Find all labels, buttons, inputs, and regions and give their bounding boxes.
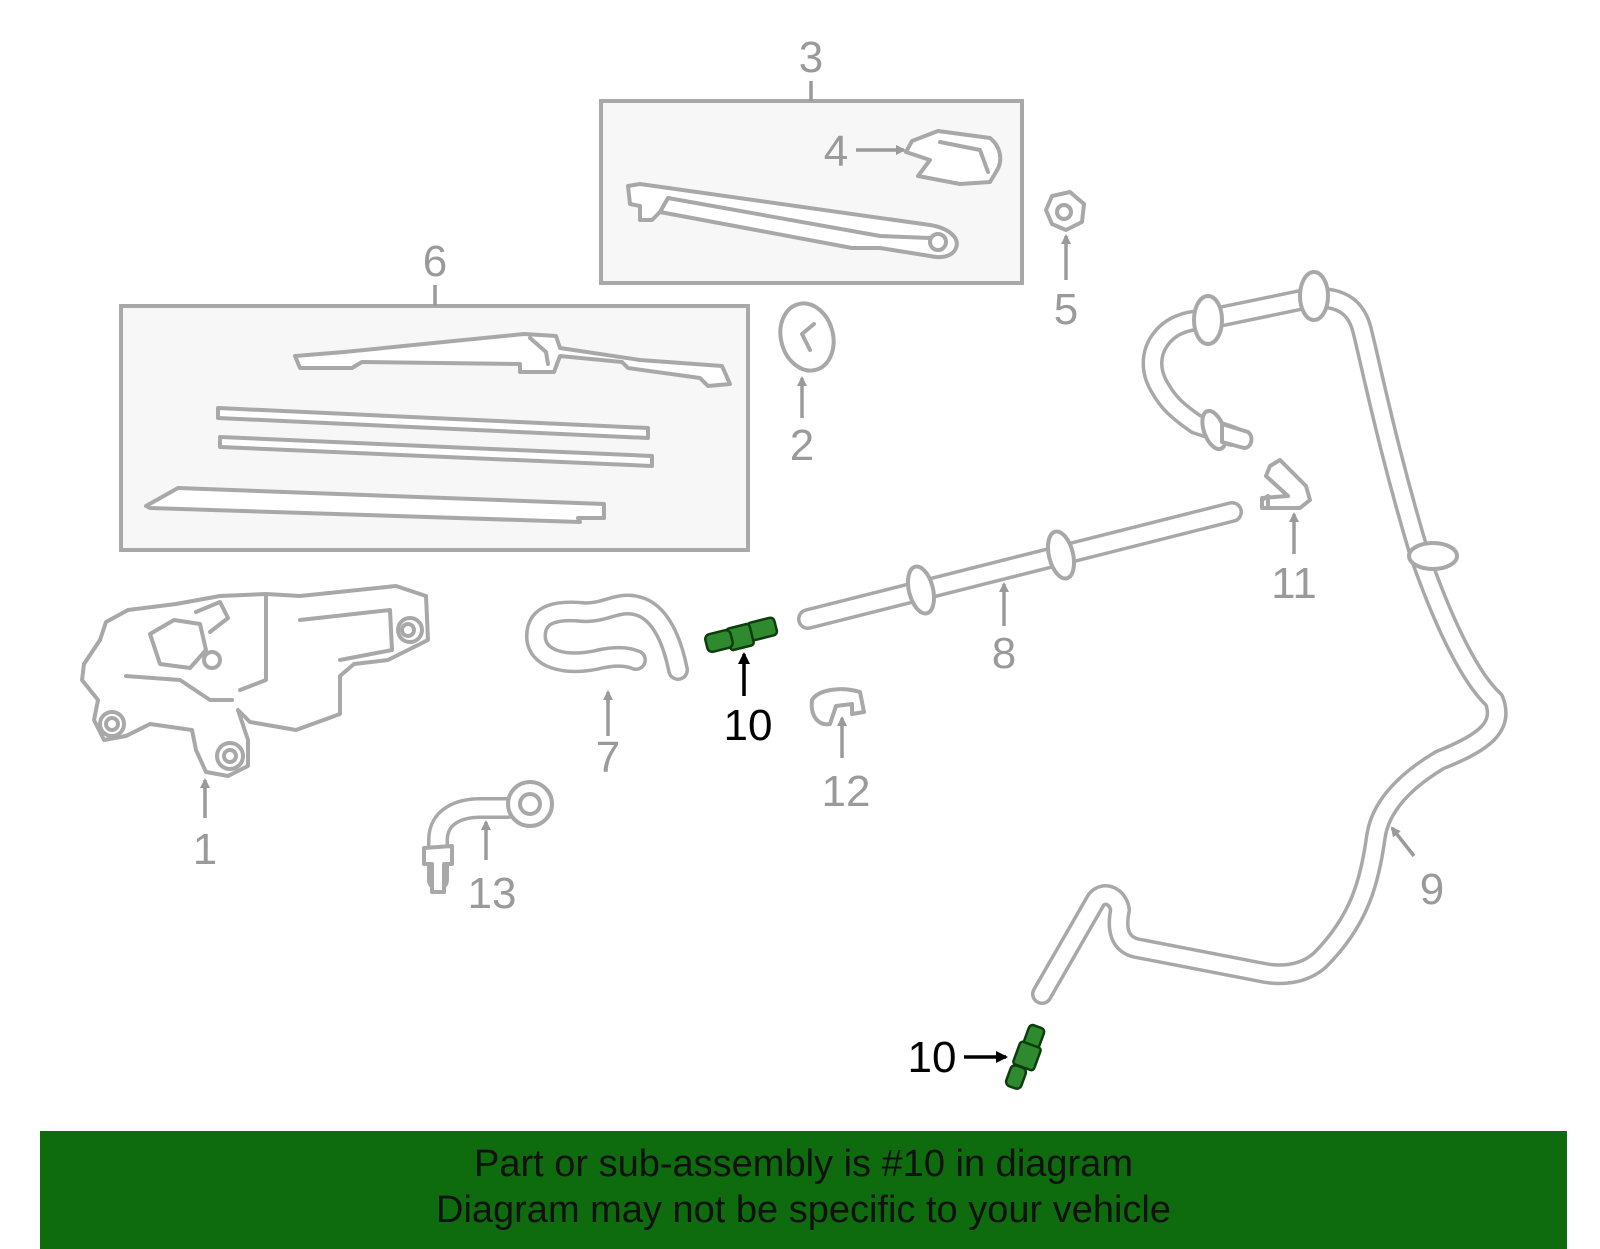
callout-10-upper: 10 (724, 701, 773, 750)
nut-part-5[interactable] (1044, 190, 1086, 232)
wiper-arm-part[interactable] (626, 182, 959, 260)
callout-12: 12 (822, 767, 871, 816)
connector-part-10-upper[interactable] (704, 616, 779, 654)
callout-labels: 1 2 3 4 5 6 7 8 9 10 10 11 12 13 (193, 33, 1444, 1082)
callout-11: 11 (1271, 559, 1317, 608)
wiper-blade-part[interactable] (293, 332, 732, 388)
clip-part-12[interactable] (809, 687, 866, 727)
callout-4: 4 (824, 127, 848, 176)
blade-refill-2[interactable] (218, 435, 654, 468)
blade-refill-3[interactable] (144, 486, 606, 524)
callout-7: 7 (596, 733, 620, 782)
hose-part-7[interactable] (525, 593, 689, 681)
arm-cap-part[interactable] (904, 129, 1003, 186)
callout-2: 2 (790, 421, 814, 470)
callout-1: 1 (193, 825, 217, 874)
callout-8: 8 (992, 629, 1016, 678)
info-banner: Part or sub-assembly is #10 in diagram D… (40, 1131, 1567, 1249)
hose-part-8[interactable] (797, 501, 1243, 630)
banner-line-part-number: Part or sub-assembly is #10 in diagram (474, 1143, 1133, 1185)
callout-9: 9 (1420, 865, 1444, 914)
connector-part-13[interactable] (422, 780, 554, 894)
callout-3: 3 (799, 33, 823, 82)
callout-10-lower: 10 (908, 1033, 957, 1082)
callout-13: 13 (468, 869, 517, 918)
leader-lines (200, 145, 1416, 1063)
hose-part-9[interactable] (1031, 270, 1508, 1005)
cap-part-2[interactable] (773, 297, 841, 376)
blade-refill-1[interactable] (216, 406, 650, 440)
wiper-motor-part-1[interactable] (80, 584, 430, 778)
callout-6: 6 (423, 237, 447, 286)
connector-part-10-lower[interactable] (1004, 1023, 1046, 1090)
callout-5: 5 (1054, 285, 1078, 334)
banner-line-disclaimer: Diagram may not be specific to your vehi… (436, 1189, 1171, 1231)
elbow-connector-part-11[interactable] (1260, 458, 1312, 510)
